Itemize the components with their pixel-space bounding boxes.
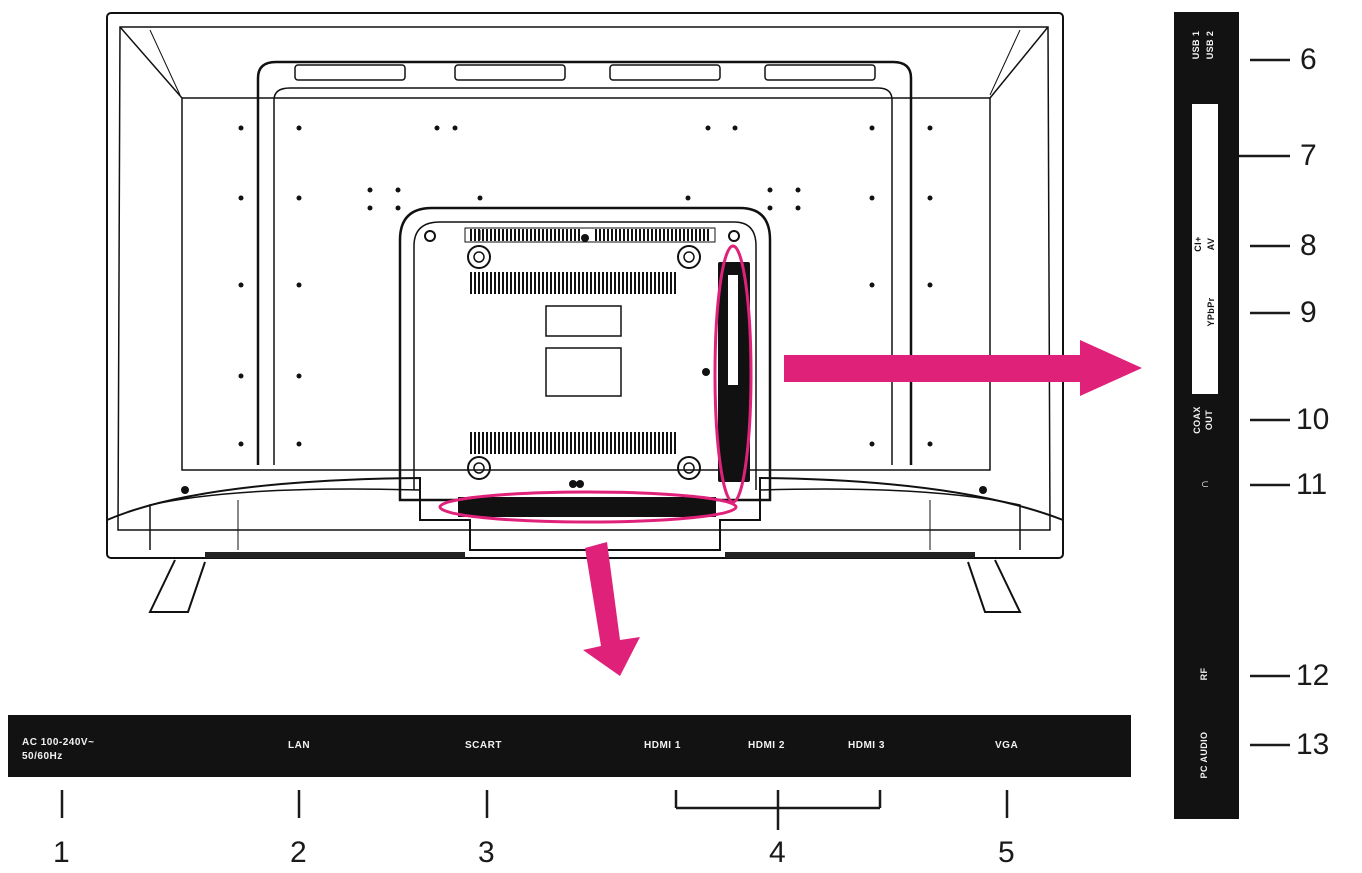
ac-frequency-label: 50/60Hz [22,751,63,762]
tv-inner-frame [117,26,1051,531]
tv-stand-frame [256,60,913,465]
callout-9: 9 [1300,296,1317,329]
bottom-connector-panel: AC 100-240V~ 50/60Hz LAN SCART HDMI 1 HD… [8,715,1131,777]
callout-2: 2 [290,836,307,869]
bottom-ports-highlight [438,490,738,524]
tv-left-foot [148,559,206,613]
scart-port-label: SCART [465,740,502,751]
callout-10: 10 [1296,403,1330,436]
callout-13: 13 [1296,728,1330,761]
headphone-icon: ∩ [1197,479,1211,489]
tv-main-module [398,206,772,502]
lan-port-label: LAN [288,740,311,751]
coax-port-label: COAX [1192,406,1202,434]
arrow-to-bottom-panel [583,542,640,676]
coax-out-label: OUT [1204,409,1214,431]
tv-outer-frame [106,12,1064,559]
arrow-to-side-panel [784,340,1142,396]
callout-7: 7 [1300,139,1317,172]
ci-slot [1192,104,1218,394]
side-connector-panel: USB 1 USB 2 CI+ AV YPbPr COAX OUT ∩ RF P… [1174,12,1239,819]
callout-11: 11 [1296,468,1328,501]
vga-port-label: VGA [995,740,1019,751]
hdmi2-port-label: HDMI 2 [748,740,785,751]
rf-port-label: RF [1199,667,1209,681]
callout-4: 4 [769,836,786,869]
ypbpr-port-label: YPbPr [1206,297,1216,327]
ci-slot-label: CI+ [1193,236,1203,252]
pc-audio-port-label: PC AUDIO [1199,731,1209,779]
usb2-port-label: USB 2 [1205,30,1215,60]
callout-8: 8 [1300,229,1317,262]
callout-6: 6 [1300,43,1317,76]
av-port-label: AV [1206,237,1216,251]
hdmi3-port-label: HDMI 3 [848,740,885,751]
usb1-port-label: USB 1 [1191,30,1201,60]
ac-power-label: AC 100-240V~ [22,737,95,748]
side-ports-highlight [713,244,753,504]
callout-5: 5 [998,836,1015,869]
callout-12: 12 [1296,659,1330,692]
callout-1: 1 [53,836,70,869]
callout-3: 3 [478,836,495,869]
hdmi1-port-label: HDMI 1 [644,740,681,751]
tv-back-panel [181,97,991,471]
tv-right-foot [967,559,1022,613]
